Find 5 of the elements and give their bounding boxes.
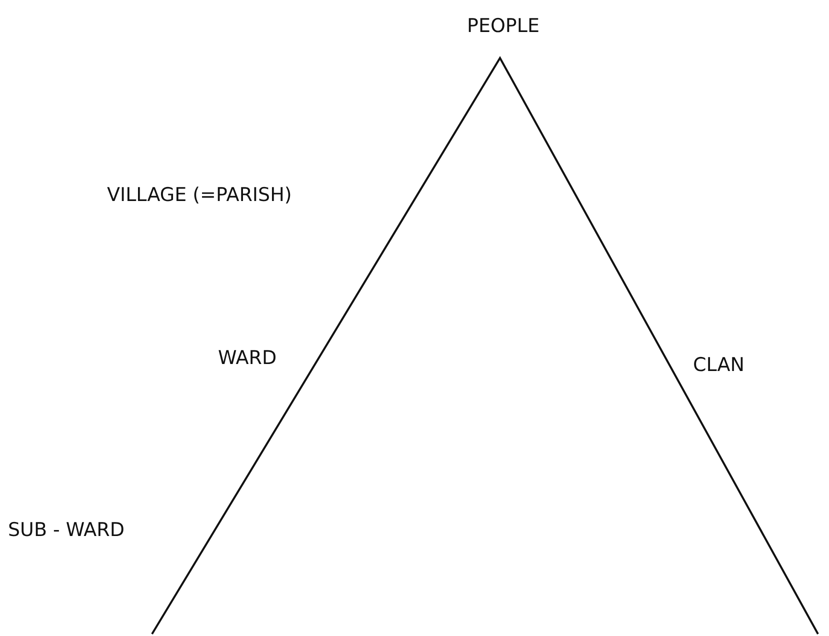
level-label: VILLAGE (=PARISH) [107, 186, 292, 205]
level-label: WARD [218, 349, 277, 368]
level-label: SUB - WARD [8, 521, 125, 540]
level-label: PEOPLE [467, 17, 540, 36]
level-label: CLAN [693, 356, 744, 375]
